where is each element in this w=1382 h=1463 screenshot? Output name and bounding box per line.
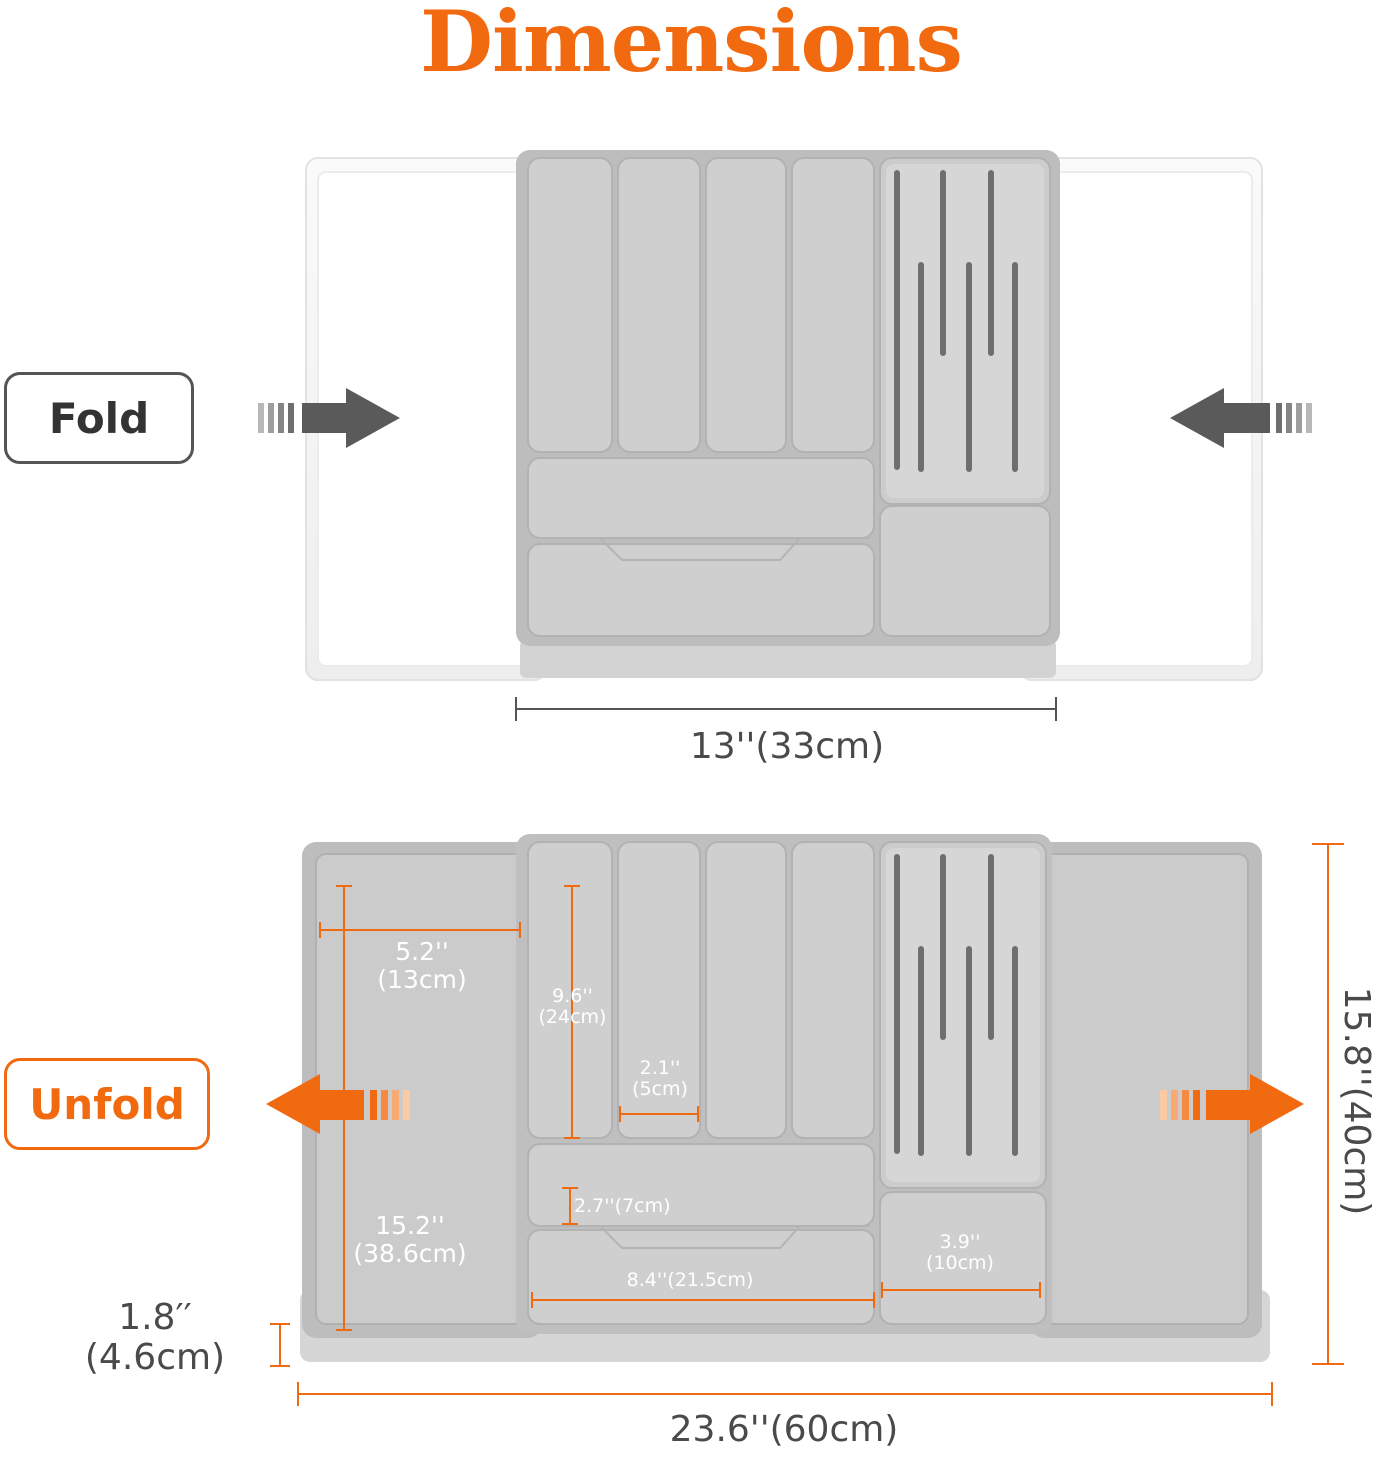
unfold-arrow-right-icon bbox=[1160, 1074, 1304, 1134]
compartment bbox=[527, 157, 613, 453]
gray-extension-right bbox=[1030, 842, 1262, 1338]
total-width-label: 23.6''(60cm) bbox=[669, 1409, 899, 1450]
height-label: 1.8′′ (4.6cm) bbox=[84, 1297, 226, 1379]
folded-organizer bbox=[258, 150, 1312, 721]
compartment bbox=[791, 841, 875, 1139]
big-compartment-width-label: 5.2'' (13cm) bbox=[377, 937, 467, 994]
fold-width-line bbox=[515, 697, 1057, 721]
compartment bbox=[705, 841, 787, 1139]
tray-base bbox=[520, 640, 1056, 678]
fold-arrow-left-icon bbox=[258, 388, 400, 448]
knife-area-width-label: 3.9'' (10cm) bbox=[926, 1231, 994, 1275]
small-compartment-width-label: 2.7''(7cm) bbox=[574, 1195, 671, 1217]
unfold-arrow-left-icon bbox=[266, 1074, 410, 1134]
compartment bbox=[791, 157, 875, 453]
unfolded-organizer bbox=[266, 834, 1344, 1406]
gray-tray bbox=[516, 150, 1060, 646]
compartment bbox=[617, 157, 701, 453]
big-compartment-length-label: 15.2'' (38.6cm) bbox=[353, 1211, 467, 1268]
slot-length-label: 9.6'' (24cm) bbox=[538, 985, 607, 1029]
gray-extension-left bbox=[302, 842, 542, 1338]
compartment bbox=[527, 543, 875, 637]
compartment bbox=[617, 841, 701, 1139]
compartment bbox=[879, 505, 1051, 637]
gray-tray bbox=[516, 834, 1052, 1334]
unfold-label: Unfold bbox=[4, 1058, 210, 1150]
knife-block bbox=[879, 157, 1051, 505]
fold-arrow-right-icon bbox=[1170, 388, 1312, 448]
long-compartment-length-label: 8.4''(21.5cm) bbox=[626, 1269, 754, 1291]
compartment bbox=[705, 157, 787, 453]
depth-label: 15.8''(40cm) bbox=[1336, 986, 1378, 1216]
compartment bbox=[527, 457, 875, 539]
fold-width-label: 13''(33cm) bbox=[689, 726, 885, 767]
page-title: Dimensions bbox=[420, 0, 963, 91]
slot-width-label: 2.1'' (5cm) bbox=[632, 1057, 688, 1101]
knife-block bbox=[879, 841, 1047, 1189]
compartment bbox=[527, 1143, 875, 1227]
fold-label: Fold bbox=[4, 372, 194, 464]
